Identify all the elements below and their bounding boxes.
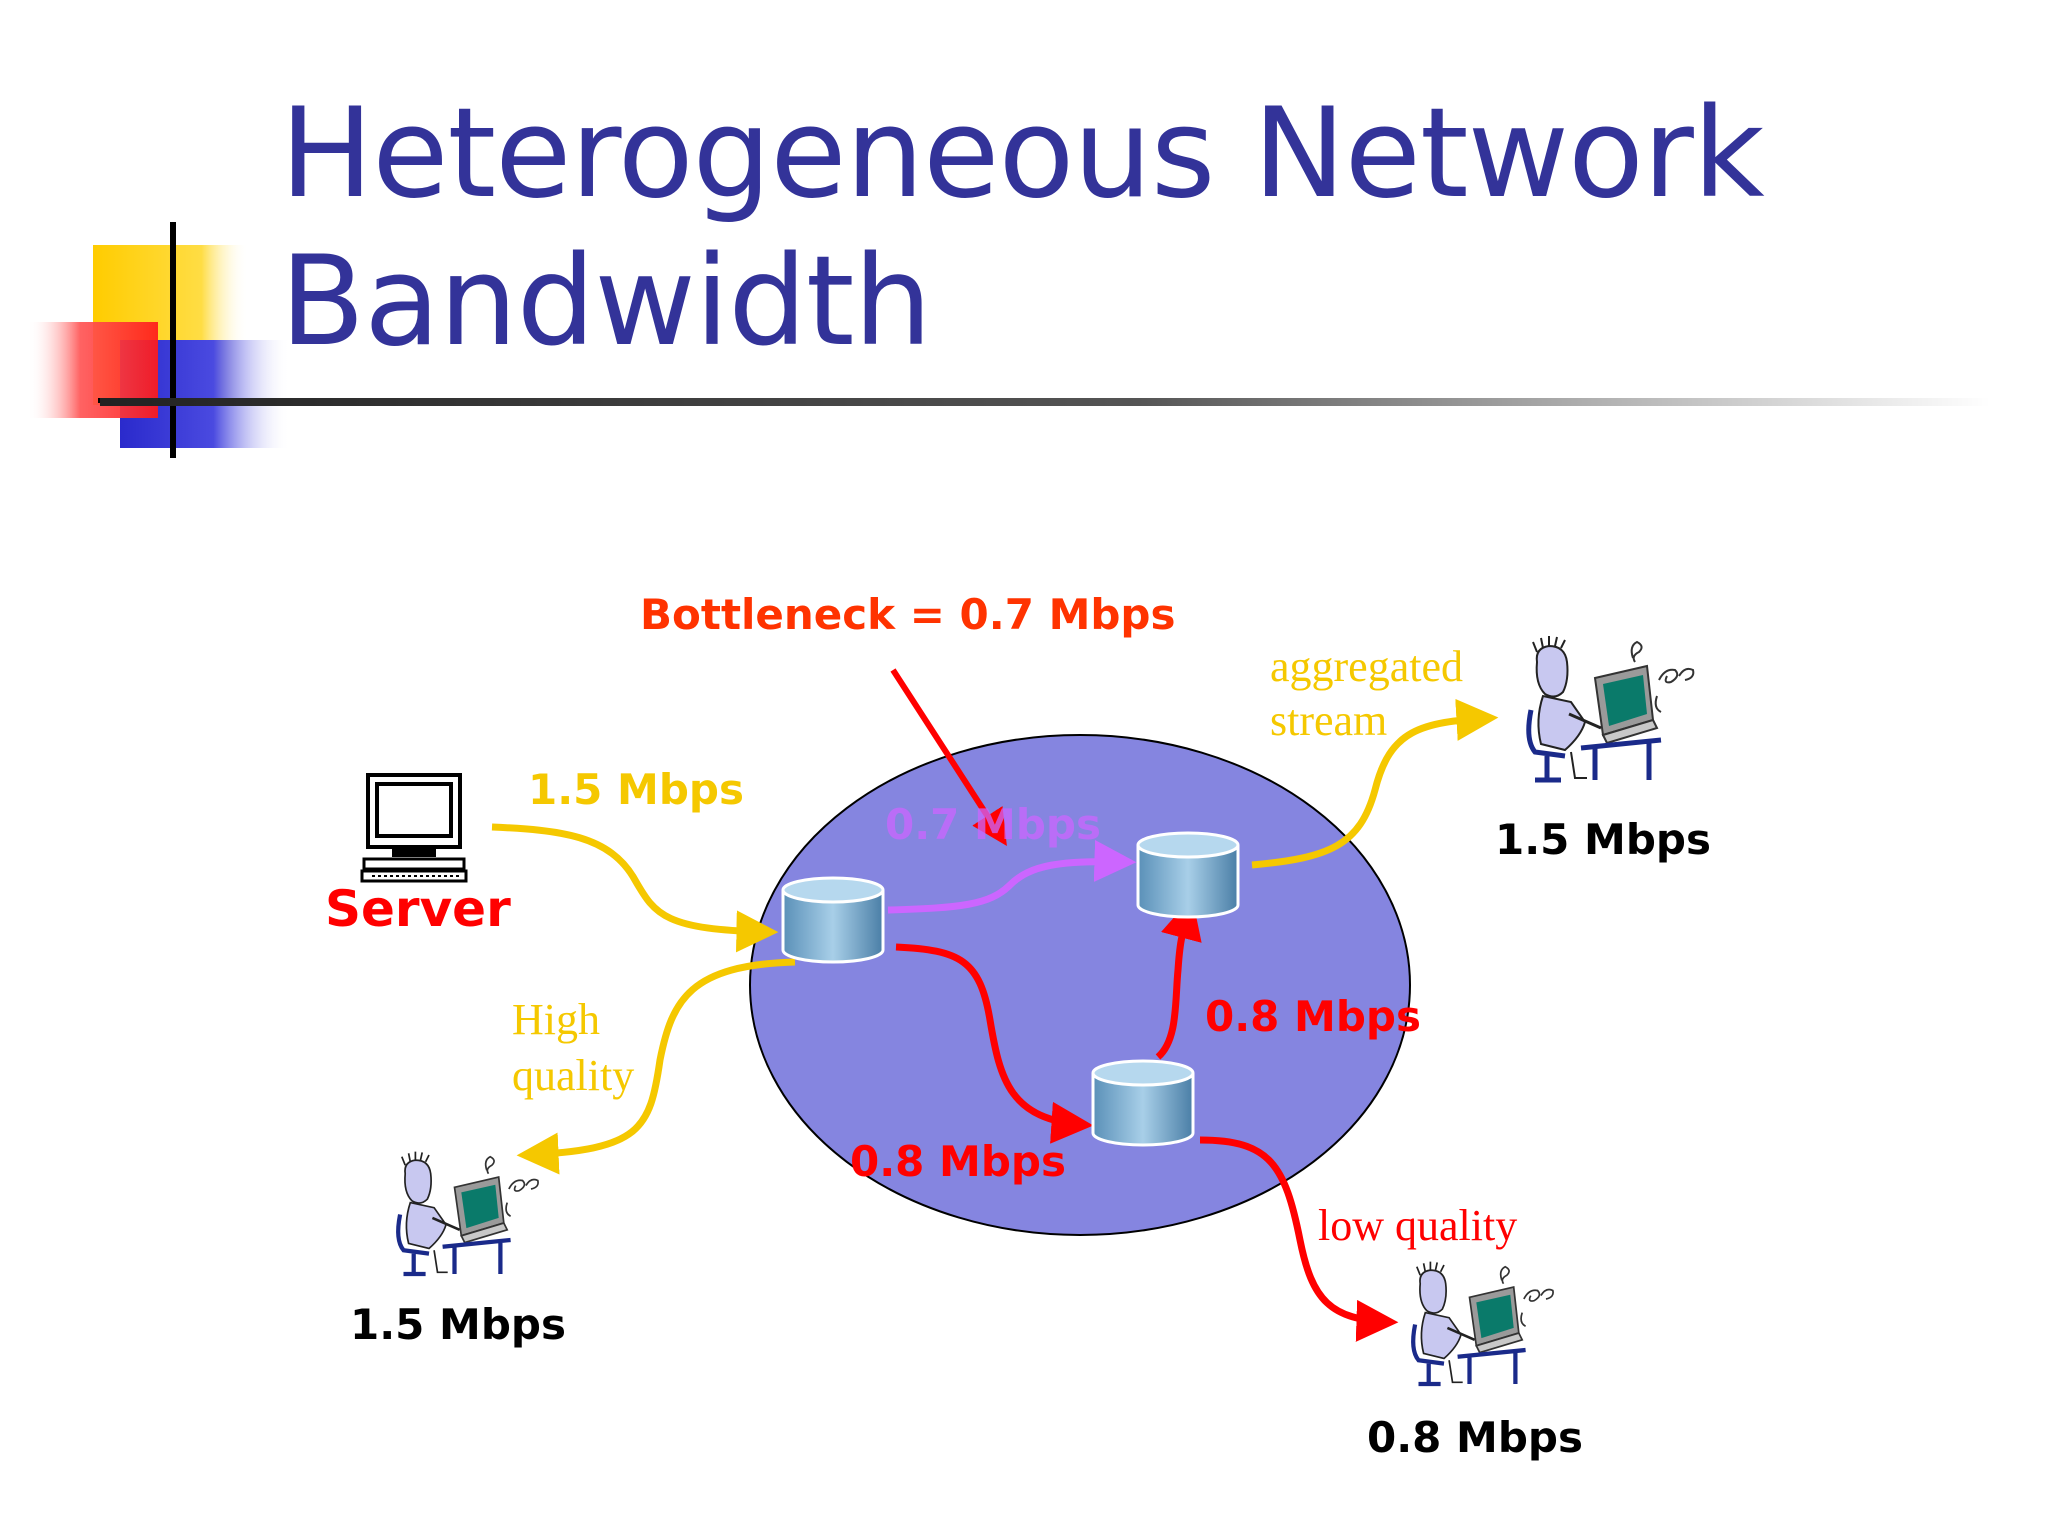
client-top-right-rate: 1.5 Mbps: [1495, 815, 1711, 864]
aggregated-line-1: aggregated: [1270, 642, 1463, 691]
network-cloud: [749, 734, 1411, 1236]
router-bottom: [1091, 1059, 1195, 1147]
server-to-router-flow: [491, 823, 779, 953]
bottleneck-arrow: [890, 668, 1007, 847]
lower-router-to-lowquality-flow: [1199, 1136, 1399, 1342]
client-icon-bottom-left: [398, 1152, 538, 1274]
server-link-label: 1.5 Mbps: [528, 765, 744, 814]
high-quality-label: High quality: [512, 992, 634, 1104]
title-line-2: Bandwidth: [280, 230, 932, 374]
client-bottom-right-rate: 0.8 Mbps: [1367, 1413, 1583, 1462]
vertical-link-label: 0.8 Mbps: [1205, 992, 1421, 1041]
bottleneck-label: Bottleneck = 0.7 Mbps: [640, 590, 1176, 639]
router-to-lower-router-flow: [895, 943, 1094, 1144]
lower-to-upper-router-flow: [1155, 896, 1202, 1060]
aggregated-stream-flow: [1251, 698, 1499, 869]
client-icon-top-right: [1529, 636, 1694, 780]
client-bottom-left-rate: 1.5 Mbps: [350, 1300, 566, 1349]
client-icon-bottom-right: [1413, 1262, 1553, 1384]
high-line-2: quality: [512, 1051, 635, 1100]
high-line-1: High: [512, 995, 600, 1044]
slide-logo: [28, 222, 290, 458]
server-icon: [360, 773, 468, 883]
router-to-highquality-flow: [516, 958, 796, 1175]
low-quality-label: low quality: [1318, 1201, 1518, 1250]
title-rule: [100, 398, 1990, 406]
router-top: [1136, 831, 1240, 919]
bottleneck-flow: [887, 840, 1137, 914]
router-left: [781, 876, 885, 964]
aggregated-stream-label: aggregated stream: [1270, 640, 1463, 748]
title-line-1: Heterogeneous Network: [280, 82, 1765, 226]
aggregated-line-2: stream: [1270, 696, 1388, 745]
lower-link-label: 0.8 Mbps: [850, 1137, 1066, 1186]
slide-title: Heterogeneous Network Bandwidth: [280, 80, 1765, 376]
cloud-link-label: 0.7 Mbps: [885, 800, 1101, 849]
server-label: Server: [325, 880, 511, 938]
